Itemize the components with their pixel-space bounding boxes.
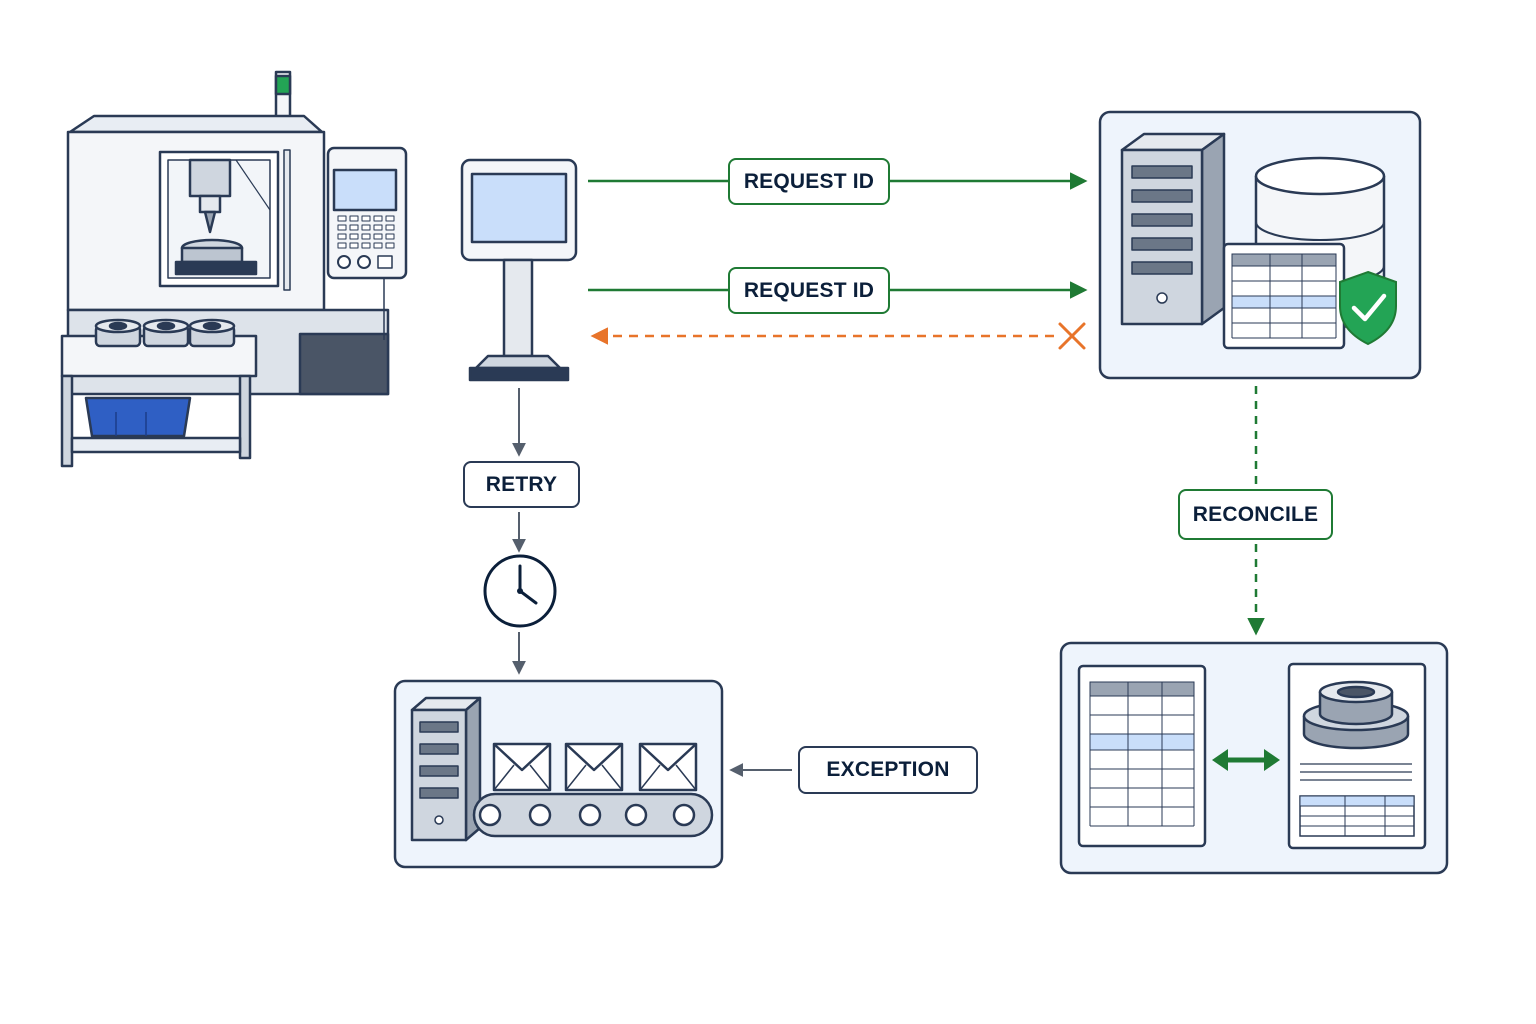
request-id-label-2: REQUEST ID <box>728 267 890 314</box>
envelope-icon <box>492 742 698 792</box>
reconcile-label: RECONCILE <box>1178 489 1333 540</box>
conveyor-icon <box>472 792 714 838</box>
spreadsheet-icon <box>1222 242 1346 350</box>
cnc-machine-icon <box>60 70 408 468</box>
spreadsheet-icon <box>1077 664 1207 848</box>
reconciliation-panel <box>1059 641 1449 875</box>
request-id-label-1: REQUEST ID <box>728 158 890 205</box>
failure-x-icon <box>1058 322 1086 350</box>
bidirectional-arrow-icon <box>1212 749 1280 771</box>
message-queue-icon <box>393 679 724 869</box>
retry-label: RETRY <box>463 461 580 508</box>
server-icon <box>410 696 482 842</box>
server-database-panel <box>1098 110 1422 380</box>
hmi-terminal-icon <box>460 158 578 382</box>
failed-response-flow <box>590 322 1086 350</box>
shield-check-icon <box>1339 270 1397 346</box>
clock-icon <box>483 554 557 628</box>
exception-label: EXCEPTION <box>798 746 978 794</box>
server-icon <box>1120 132 1226 326</box>
part-drawing-icon <box>1287 662 1427 850</box>
